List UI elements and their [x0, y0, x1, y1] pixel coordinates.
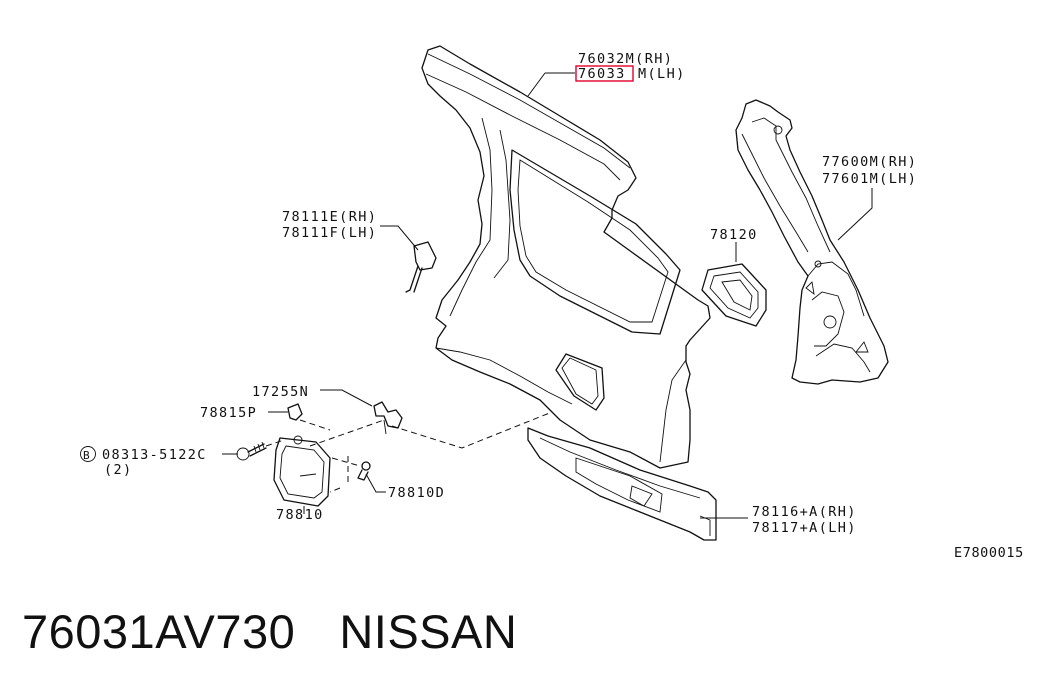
- label-17255N: 17255N: [252, 384, 309, 400]
- rear-quarter-panel[interactable]: [421, 45, 711, 469]
- label-77601M-lh: 77601M(LH): [822, 171, 917, 187]
- label-78810D: 78810D: [388, 485, 445, 501]
- filler-ring-78120[interactable]: [701, 242, 767, 327]
- highlight-box: [575, 65, 634, 82]
- bolt-marker-letter: B: [83, 449, 90, 462]
- part-number: 76031AV730: [22, 604, 296, 658]
- label-78111E-rh: 78111E(RH): [282, 209, 377, 225]
- label-76032M-rh: 76032M(RH): [578, 51, 673, 67]
- bracket-78111[interactable]: [380, 225, 437, 293]
- part-footer: 76031AV730 NISSAN: [22, 596, 517, 666]
- assembly-lines: [265, 411, 553, 493]
- label-bolt-qty: (2): [104, 462, 133, 478]
- filler-lid-78810[interactable]: [273, 435, 331, 514]
- label-78810: 78810: [276, 507, 324, 523]
- label-77600M-rh: 77600M(RH): [822, 154, 917, 170]
- spring-78815P[interactable]: [268, 403, 303, 421]
- label-78117A-lh: 78117+A(LH): [752, 520, 857, 536]
- label-78815P: 78815P: [200, 405, 257, 421]
- bolt-marker-circle: [80, 446, 96, 462]
- label-76033-lh-number: 76033: [578, 66, 626, 82]
- label-78116A-rh: 78116+A(RH): [752, 504, 857, 520]
- bolt-08313-5122C[interactable]: [222, 441, 267, 461]
- label-78111F-lh: 78111F(LH): [282, 225, 377, 241]
- lid-bumper-78810D[interactable]: [357, 461, 386, 493]
- sill-extension-78116A[interactable]: [527, 427, 748, 541]
- diagram-code: E7800015: [954, 545, 1024, 561]
- inner-quarter-panel[interactable]: [735, 99, 889, 385]
- label-08313-5122C: 08313-5122C: [102, 447, 207, 463]
- brand-name: NISSAN: [339, 604, 518, 658]
- label-76033-lh-suffix: M(LH): [638, 66, 686, 82]
- hinge-17255N[interactable]: [320, 389, 403, 435]
- label-78120: 78120: [710, 227, 758, 243]
